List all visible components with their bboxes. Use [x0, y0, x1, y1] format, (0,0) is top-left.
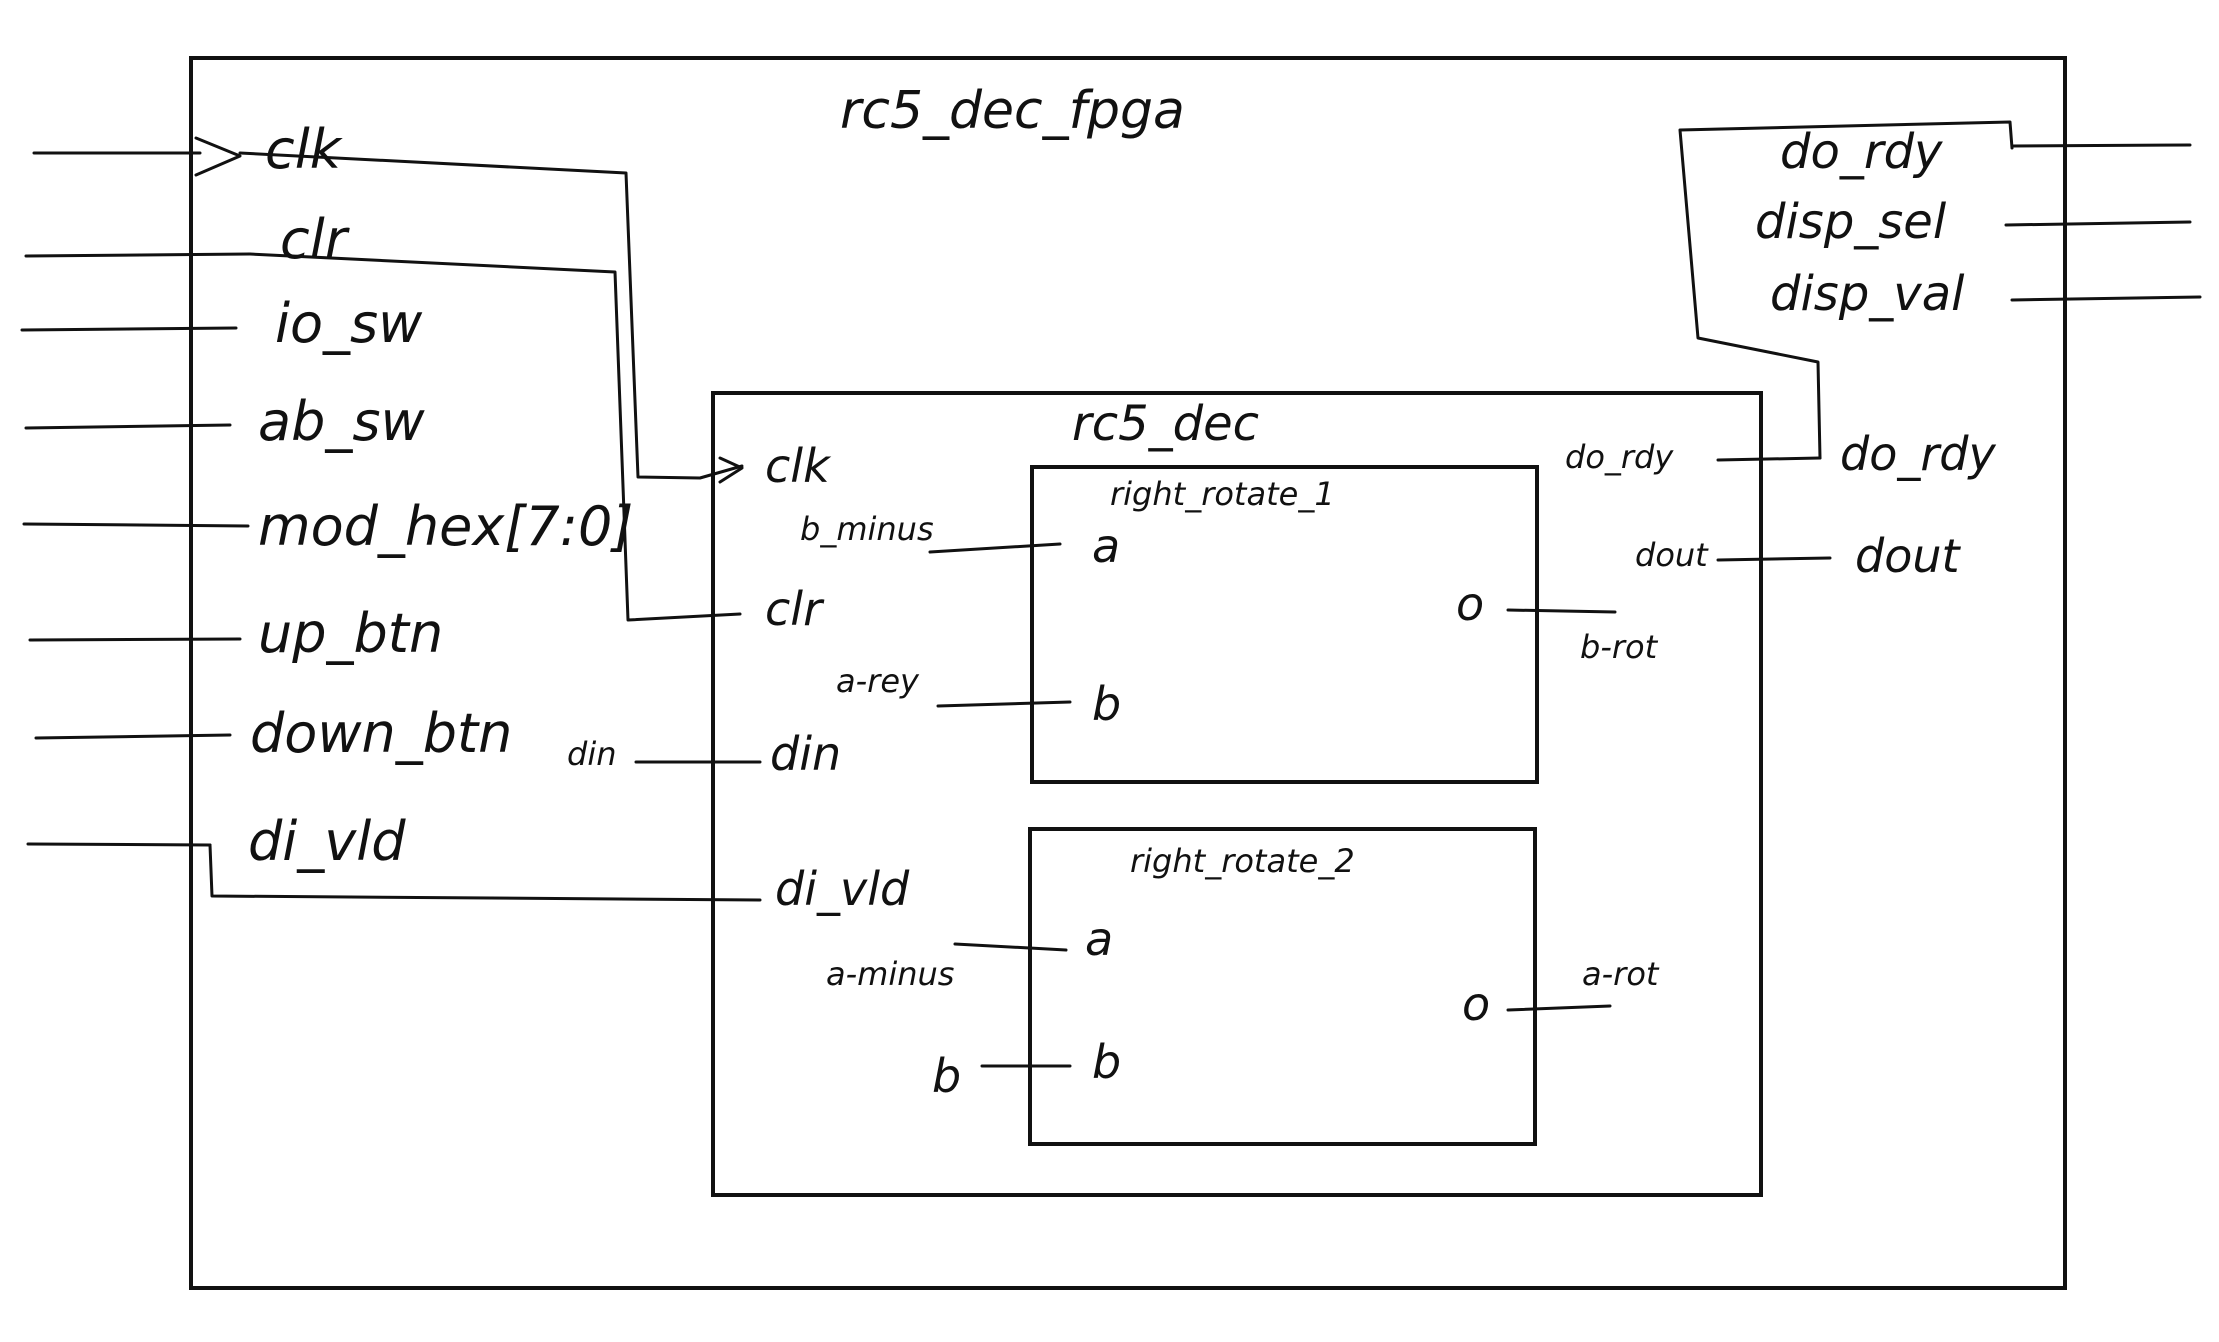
wire-rotate-1-b [936, 700, 1072, 708]
input-label-down-btn: down_btn [250, 702, 512, 765]
rotate-1-box [1030, 465, 1539, 784]
wire-rotate-2-o [1506, 1004, 1612, 1012]
input-label-up-btn: up_btn [258, 602, 443, 665]
wire-out-top-disp-sel [2004, 220, 2192, 227]
wire-output-bracket [1678, 120, 2014, 460]
rotate-2-box [1028, 827, 1537, 1146]
wire-out-top-disp-val [2010, 295, 2202, 302]
wire-out-do-rdy [1716, 456, 1822, 462]
input-label-ab-sw: ab_sw [258, 390, 426, 453]
dec-module-box [711, 391, 1763, 1197]
dec-pin-do-rdy: do_rdy [1565, 438, 1674, 476]
rotate-2-sig-a: a-minus [826, 955, 954, 993]
dec-module-title: rc5_dec [1072, 396, 1259, 452]
wire-rotate-2-a [953, 942, 1068, 952]
wire-in-mod-hex [22, 522, 250, 528]
rotate-1-title: right_rotate_1 [1110, 475, 1335, 513]
wire-out-top-do-rdy [2010, 143, 2192, 148]
input-label-clk: clk [265, 118, 344, 181]
rotate-2-sig-b: b [932, 1049, 961, 1103]
rotate-2-sig-o: a-rot [1582, 955, 1660, 993]
input-label-di-vld: di_vld [248, 810, 406, 873]
dec-out-dout-label: dout [1855, 529, 1961, 583]
clock-arrow-icon [718, 456, 744, 484]
output-label-disp-sel: disp_sel [1755, 194, 1947, 250]
wire-in-down-btn [34, 733, 232, 740]
wire-in-up-btn [28, 637, 242, 642]
rotate-1-pin-b: b [1092, 677, 1121, 731]
rotate-2-pin-b: b [1092, 1035, 1121, 1089]
clock-triangle-icon [194, 136, 242, 177]
rotate-2-pin-o: o [1462, 977, 1490, 1031]
din-signal-label: din [567, 735, 616, 773]
wire-route-di-vld [208, 843, 762, 902]
dec-pin-clk: clk [765, 439, 832, 493]
output-label-disp-val: disp_val [1770, 266, 1965, 322]
dec-pin-dout: dout [1635, 536, 1709, 574]
rotate-2-pin-a: a [1085, 912, 1113, 966]
dec-pin-di-vld: di_vld [775, 862, 910, 916]
input-label-io-sw: io_sw [275, 292, 423, 355]
wire-in-ab-sw [24, 423, 232, 430]
rotate-1-sig-o: b-rot [1580, 628, 1659, 666]
wire-rotate-1-a [928, 542, 1062, 554]
top-module-title: rc5_dec_fpga [840, 81, 1185, 141]
rotate-1-pin-a: a [1092, 519, 1120, 573]
wire-rotate-1-o [1506, 608, 1617, 614]
dec-out-do-rdy-label: do_rdy [1840, 427, 1996, 481]
dec-pin-clr: clr [765, 582, 825, 636]
rotate-1-sig-b: a-rey [836, 662, 920, 700]
input-label-clr: clr [280, 208, 350, 271]
dec-pin-din: din [770, 727, 841, 781]
rotate-1-pin-o: o [1456, 577, 1484, 631]
wire-route-clk [238, 151, 744, 480]
output-label-do-rdy: do_rdy [1780, 124, 1943, 180]
top-module-box [189, 56, 2067, 1290]
input-label-mod-hex: mod_hex[7:0] [258, 495, 633, 558]
wire-in-io-sw [20, 326, 238, 332]
wire-in-di-vld [26, 842, 212, 847]
rotate-1-sig-a: b_minus [800, 510, 934, 548]
wire-out-dout [1716, 556, 1832, 562]
rotate-2-title: right_rotate_2 [1130, 842, 1355, 880]
wire-route-clr [248, 252, 742, 622]
wire-in-clr [24, 252, 252, 258]
